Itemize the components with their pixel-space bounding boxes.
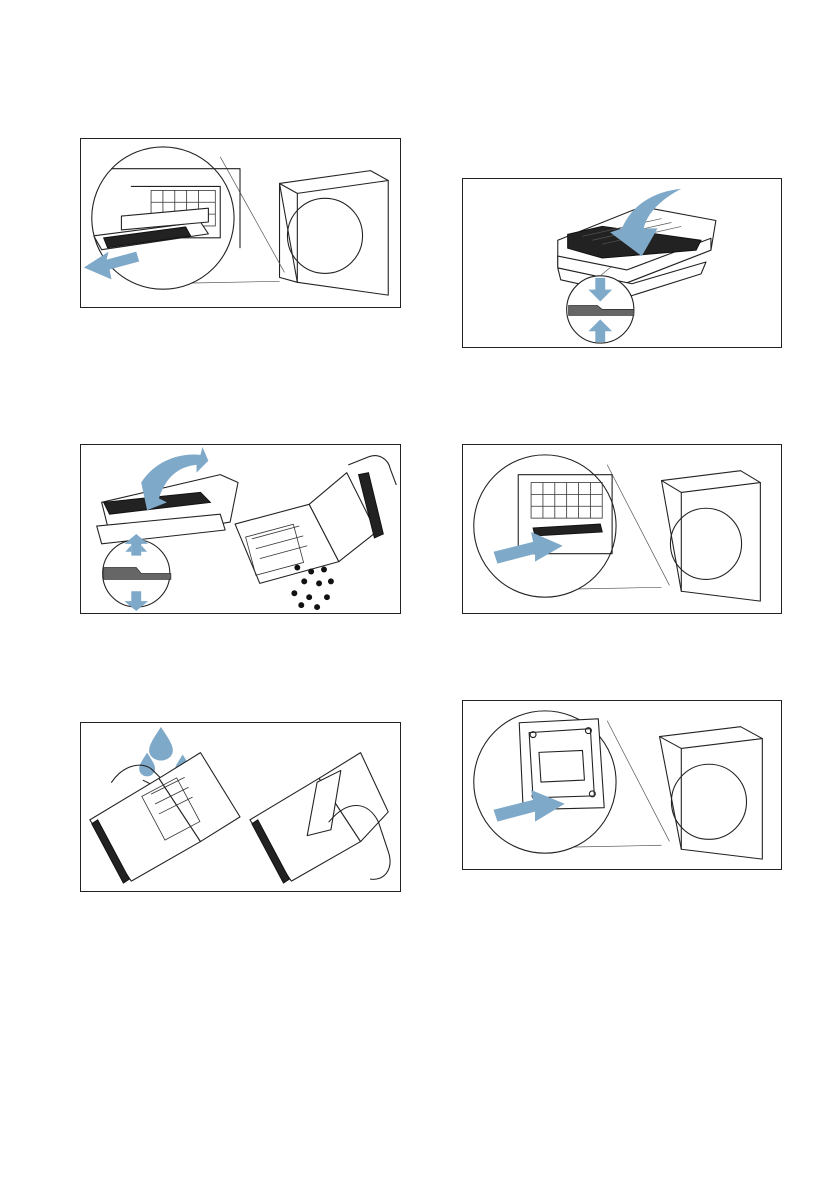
close-filter-lid-figure xyxy=(463,179,781,347)
dryer-icon xyxy=(280,171,389,296)
magnifier-circle xyxy=(474,711,616,853)
open-filter-icon xyxy=(235,473,383,584)
filter-icon xyxy=(90,753,240,883)
step-3-illustration xyxy=(80,444,401,614)
open-filter-remove-fluff-figure xyxy=(81,445,400,613)
step-5-illustration xyxy=(80,722,401,892)
insert-fluff-filter-figure xyxy=(463,445,781,613)
filter-icon xyxy=(97,475,238,544)
step-4-illustration xyxy=(462,444,782,614)
latch-detail-icon xyxy=(567,276,634,343)
dryer-icon xyxy=(660,727,763,859)
step-2-illustration xyxy=(462,178,782,348)
push-filter-cover-closed-figure xyxy=(463,701,781,869)
step-6-illustration xyxy=(462,700,782,870)
pull-out-fluff-filter-figure xyxy=(81,139,400,307)
rinse-and-wipe-filter-figure xyxy=(81,723,400,891)
hand-icon xyxy=(349,456,396,485)
dryer-icon xyxy=(662,471,761,601)
magnifier-circle xyxy=(474,455,616,597)
magnifier-circle xyxy=(84,147,240,289)
filter-housing-icon xyxy=(519,719,604,810)
latch-detail-icon xyxy=(103,534,171,611)
step-1-illustration xyxy=(80,138,401,308)
